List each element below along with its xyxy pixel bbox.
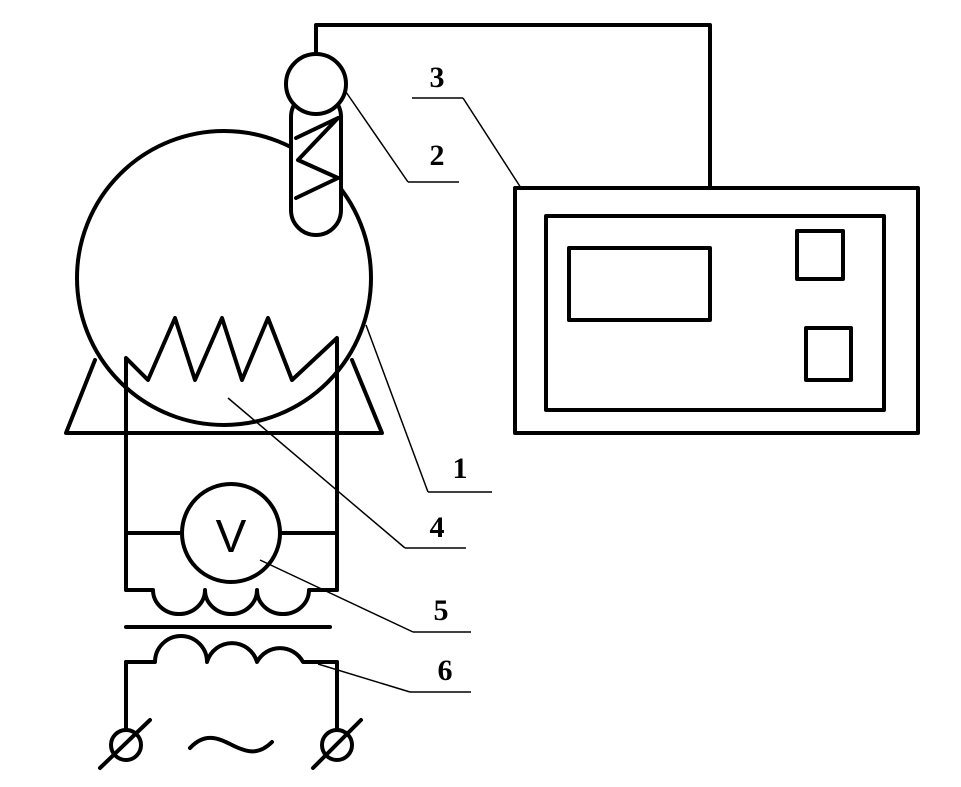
leader-lines	[227, 91, 522, 693]
ac-terminals	[98, 718, 363, 770]
label-4: 4	[430, 511, 445, 544]
temperature-controller	[513, 186, 920, 435]
label-3: 3	[430, 61, 445, 94]
controller-button-top	[795, 229, 845, 281]
voltmeter-symbol: V	[216, 510, 247, 562]
temperature-sensor	[284, 52, 348, 237]
stand	[64, 358, 384, 435]
sensor-cable	[314, 23, 712, 190]
heater-element	[124, 316, 339, 592]
controller-button-bottom	[804, 326, 853, 382]
label-5: 5	[434, 594, 449, 627]
label-1: 1	[453, 452, 468, 485]
voltmeter: V	[180, 482, 282, 584]
heater-leads	[124, 426, 339, 592]
controller-display	[567, 246, 712, 322]
ac-symbol	[188, 735, 274, 754]
label-6: 6	[438, 654, 453, 687]
label-2: 2	[430, 139, 445, 172]
transformer	[124, 588, 339, 732]
